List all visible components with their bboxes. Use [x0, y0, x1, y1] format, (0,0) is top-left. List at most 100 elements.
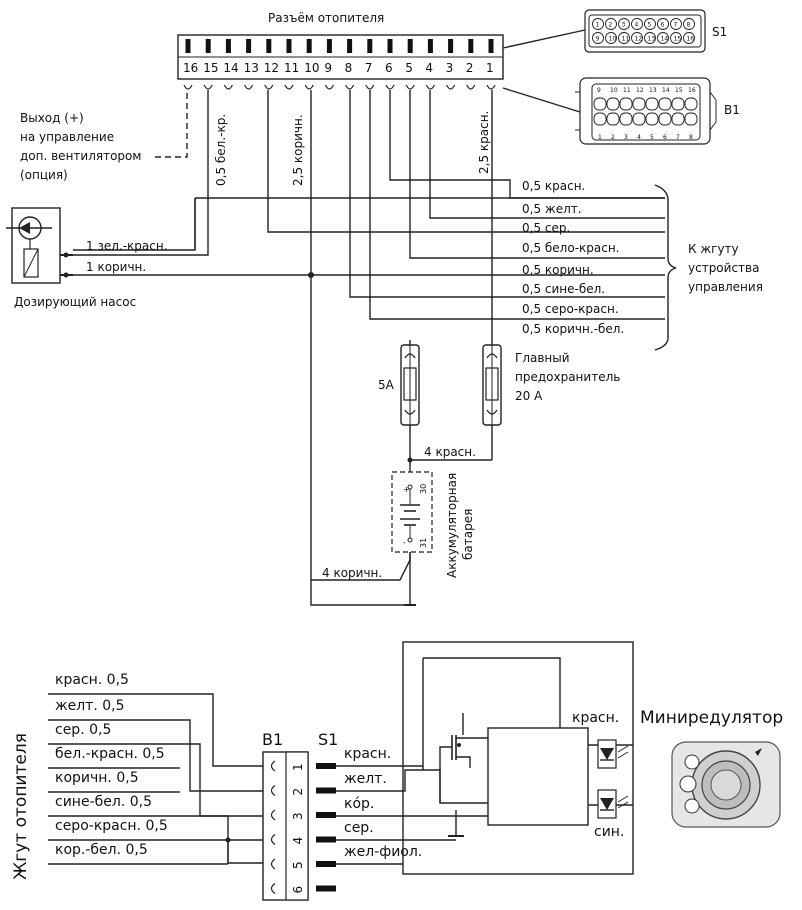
b1-cavity-number: 9 [597, 87, 601, 94]
s1-cavity [618, 32, 630, 44]
connector-pin-bar [205, 39, 211, 53]
b1-cavity [684, 97, 698, 111]
b1-cavity-number: 11 [623, 87, 631, 94]
battery: + - 30 31 [311, 460, 433, 606]
connector-pin-number: 12 [264, 61, 279, 75]
harness-wire-labels: 0,5 красн.0,5 желт.0,5 сер.0,5 бело-крас… [522, 179, 624, 336]
s1-wire-label: кóр. [344, 796, 374, 812]
wire-route [180, 743, 263, 817]
connector-pin-socket [405, 84, 415, 90]
harness-wire-label: 0,5 красн. [522, 179, 585, 193]
b1-cavity [658, 112, 672, 126]
connector-pin-bar [347, 39, 353, 53]
s1-title: S1 [318, 730, 338, 749]
connector-pin-bar [367, 39, 373, 53]
connector-pin-socket [284, 84, 294, 90]
connector-pin-socket [385, 84, 395, 90]
s1-cavity [605, 32, 617, 44]
b1-cavity-number: 2 [611, 134, 615, 141]
b1-cavity-number: 1 [598, 134, 602, 141]
svg-text:Аккумуляторная: Аккумуляторная [445, 473, 459, 578]
harness-target-label: К жгуту устройства управления [688, 242, 763, 294]
b1-socket [270, 785, 276, 796]
battery-plus: + [403, 485, 410, 494]
svg-text:устройства: устройства [688, 261, 759, 275]
b1-cavity-number: 13 [649, 87, 657, 94]
connector-pin-bar [448, 39, 454, 53]
b1-cavity [593, 97, 607, 111]
s1-cavity-number: 4 [635, 22, 639, 29]
harness-wire-label: 0,5 желт. [522, 202, 582, 216]
connector-pin-number: 8 [345, 61, 353, 75]
b1-cavity-number: 8 [689, 134, 693, 141]
harness-wire-label: 0,5 сине-бел. [522, 282, 605, 296]
connector-pin-socket [203, 84, 213, 90]
connector-pin-socket [183, 84, 193, 90]
connector-pin-number: 15 [203, 61, 218, 75]
s1-wire-label: желт. [344, 771, 387, 787]
connector-pin-socket [486, 84, 496, 90]
s1-cavity-number: 16 [687, 36, 695, 43]
s1-pin [316, 763, 336, 769]
connector-pin-number: 7 [365, 61, 373, 75]
connector-pin-bar [266, 39, 272, 53]
connector-title: Разъём отопителя [268, 11, 384, 25]
regulator-title: Миниредулятор [640, 708, 783, 728]
s1-pin [316, 861, 336, 867]
s1-wire-label: сер. [344, 820, 374, 836]
wire-route [180, 693, 263, 767]
b1-cavity [606, 112, 620, 126]
s1-cavity [657, 32, 669, 44]
b1-cavity [671, 112, 685, 126]
red-led-label: красн. [572, 710, 619, 726]
junction-dot [308, 272, 314, 278]
connector-pin-bar [246, 39, 252, 53]
connector-pin-number: 9 [324, 61, 332, 75]
battery-30: 30 [419, 484, 428, 494]
pump-wire-2: 1 коричн. [86, 260, 146, 274]
battery-31: 31 [419, 538, 428, 548]
fan-output-note: Выход (+) на управление доп. вентиляторо… [20, 111, 141, 182]
harness-wire-label: 0,5 коричн.-бел. [522, 322, 624, 336]
connector-pin-socket [425, 84, 435, 90]
s1-cavity [644, 18, 656, 30]
connector-pin-socket [466, 84, 476, 90]
b1-cavity-number: 6 [663, 134, 667, 141]
b1-cavity-number: 16 [688, 87, 696, 94]
b1-cavity-number: 4 [637, 134, 641, 141]
s1-cavity [657, 18, 669, 30]
svg-text:на управление: на управление [20, 130, 114, 144]
s1-cavity-number: 12 [635, 36, 643, 43]
svg-text:предохранитель: предохранитель [515, 370, 620, 384]
pin-number: 1 [291, 763, 305, 771]
s1-cavity-number: 9 [596, 36, 600, 43]
b1-cavity [684, 112, 698, 126]
fuse-5a-label: 5A [378, 378, 395, 392]
b1-cavity-number: 12 [636, 87, 644, 94]
b1-socket [270, 883, 276, 894]
s1-cavity-number: 2 [609, 22, 613, 29]
connector-pin-socket [365, 84, 375, 90]
svg-text:Выход (+): Выход (+) [20, 111, 84, 125]
s1-cavity-number: 14 [661, 36, 669, 43]
svg-text:батарея: батарея [461, 509, 475, 560]
battery-label: Аккумуляторная батарея [445, 473, 475, 578]
s1-cavity [631, 18, 643, 30]
s1-cavity [618, 18, 630, 30]
wire-10-label: 2,5 коричн. [291, 114, 305, 186]
harness-left-wire-label: сер. 0,5 [55, 722, 111, 738]
b1-cavity [632, 97, 646, 111]
mini-regulator-image [671, 741, 781, 828]
connector-pin-bar [326, 39, 332, 53]
connector-pin-bar [427, 39, 433, 53]
fuse-5a [400, 340, 420, 460]
harness-left-wire-label: бел.-красн. 0,5 [55, 746, 165, 762]
pin-number: 3 [291, 812, 305, 820]
harness-lines [194, 90, 665, 259]
b1-pin-column [285, 751, 309, 901]
svg-text:управления: управления [688, 280, 763, 294]
connector-pin-bar [225, 39, 231, 53]
